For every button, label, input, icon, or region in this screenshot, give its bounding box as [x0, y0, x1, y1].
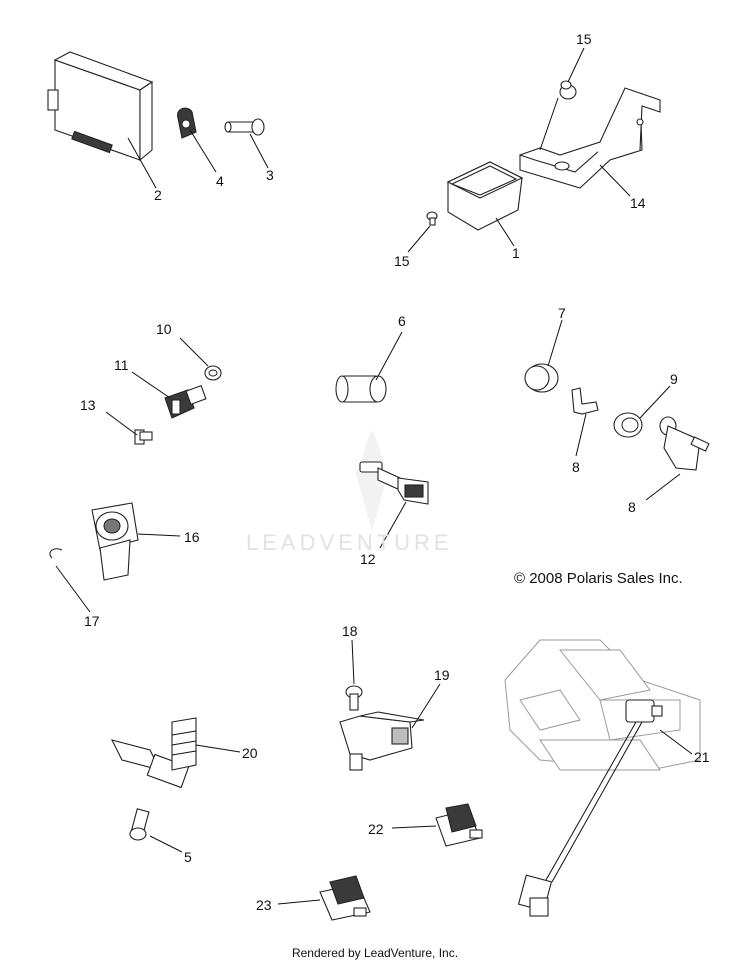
leader-8b: [645, 473, 681, 501]
leader-9: [639, 385, 671, 419]
leader-20: [351, 639, 355, 685]
callout-9: 9: [670, 371, 678, 387]
callout-10: 10: [156, 321, 172, 337]
callout-7: 7: [558, 305, 566, 321]
callout-4: 4: [216, 173, 224, 189]
leader-4: [189, 129, 217, 173]
watermark-text: LEADVENTURE: [246, 530, 453, 555]
temp-sensor-part: [359, 461, 429, 505]
terminal-part: [571, 387, 599, 415]
leader-19: [659, 729, 693, 755]
bolt-20-part: [345, 685, 363, 711]
screw-small-part: [426, 211, 438, 226]
callout-14: 14: [630, 195, 646, 211]
washer-part: [613, 412, 643, 438]
leader-15b: [407, 225, 431, 253]
o-ring-part: [204, 365, 222, 381]
callout-13: 13: [80, 397, 96, 413]
callout-16: 16: [184, 529, 200, 545]
ecu-module-part: [47, 51, 154, 162]
leader-1: [495, 217, 515, 247]
bracket-part: [519, 87, 661, 189]
callout-12: 12: [360, 551, 376, 567]
engine-ghost-part: [504, 639, 701, 771]
callout-8a: 8: [572, 459, 580, 475]
map-sensor-part: [339, 711, 425, 771]
crank-sensor-part: [110, 717, 197, 789]
leader-11: [131, 371, 171, 399]
callout-5: 5: [184, 849, 192, 865]
leader-18: [195, 744, 241, 753]
relay-23-part: [319, 875, 371, 921]
leader-3: [249, 133, 269, 169]
copyright-notice: © 2008 Polaris Sales Inc.: [514, 570, 683, 587]
callout-2: 2: [154, 187, 162, 203]
leader-15a: [567, 47, 585, 83]
callout-3: 3: [266, 167, 274, 183]
module-part: [446, 161, 524, 231]
boot-part: [524, 363, 559, 393]
callout-15b: 15: [394, 253, 410, 269]
callout-20: 18: [342, 623, 358, 639]
footer-credit: Rendered by LeadVenture, Inc.: [291, 946, 459, 960]
callout-8b: 8: [628, 499, 636, 515]
leader-22: [391, 825, 437, 829]
callout-labels: 2 4 3 15 14 1 15 10 6 7 11 9 13 8 8 16 1…: [80, 31, 710, 913]
leader-8a: [575, 413, 587, 457]
screw-5-part: [129, 808, 150, 841]
pin-part: [224, 118, 265, 136]
leader-13: [105, 411, 138, 436]
leader-17: [55, 565, 91, 613]
speed-sensor-part: [164, 384, 207, 419]
lean-angle-sensor-part: [517, 699, 663, 917]
leader-2: [127, 137, 157, 189]
callout-22: 22: [368, 821, 384, 837]
grommet-top-part: [559, 80, 577, 100]
cap-part: [335, 375, 387, 403]
callout-1: 1: [512, 245, 520, 261]
leader-14: [599, 164, 631, 197]
leader-7: [547, 319, 563, 367]
leader-5: [149, 835, 183, 853]
leader-12: [379, 501, 407, 549]
leader-15a-b: [539, 97, 559, 151]
callout-17: 17: [84, 613, 100, 629]
callout-21: 19: [434, 667, 450, 683]
leader-10: [179, 337, 209, 367]
callout-15a: 15: [576, 31, 592, 47]
callout-18: 20: [242, 745, 258, 761]
e-clip-part: [49, 548, 63, 559]
leader-lines: [55, 47, 693, 905]
leader-23: [277, 899, 321, 905]
clip-part: [177, 107, 197, 139]
leader-16: [137, 533, 181, 537]
leader-21: [411, 683, 441, 729]
leader-6: [375, 331, 403, 381]
callout-23: 23: [256, 897, 272, 913]
knock-sensor-part: [91, 502, 139, 581]
callout-6: 6: [398, 313, 406, 329]
bolt-13-part: [134, 429, 153, 445]
switch-part: [659, 416, 710, 471]
relay-22-part: [435, 803, 483, 847]
callout-11: 11: [114, 357, 129, 373]
callout-19: 21: [694, 749, 710, 765]
